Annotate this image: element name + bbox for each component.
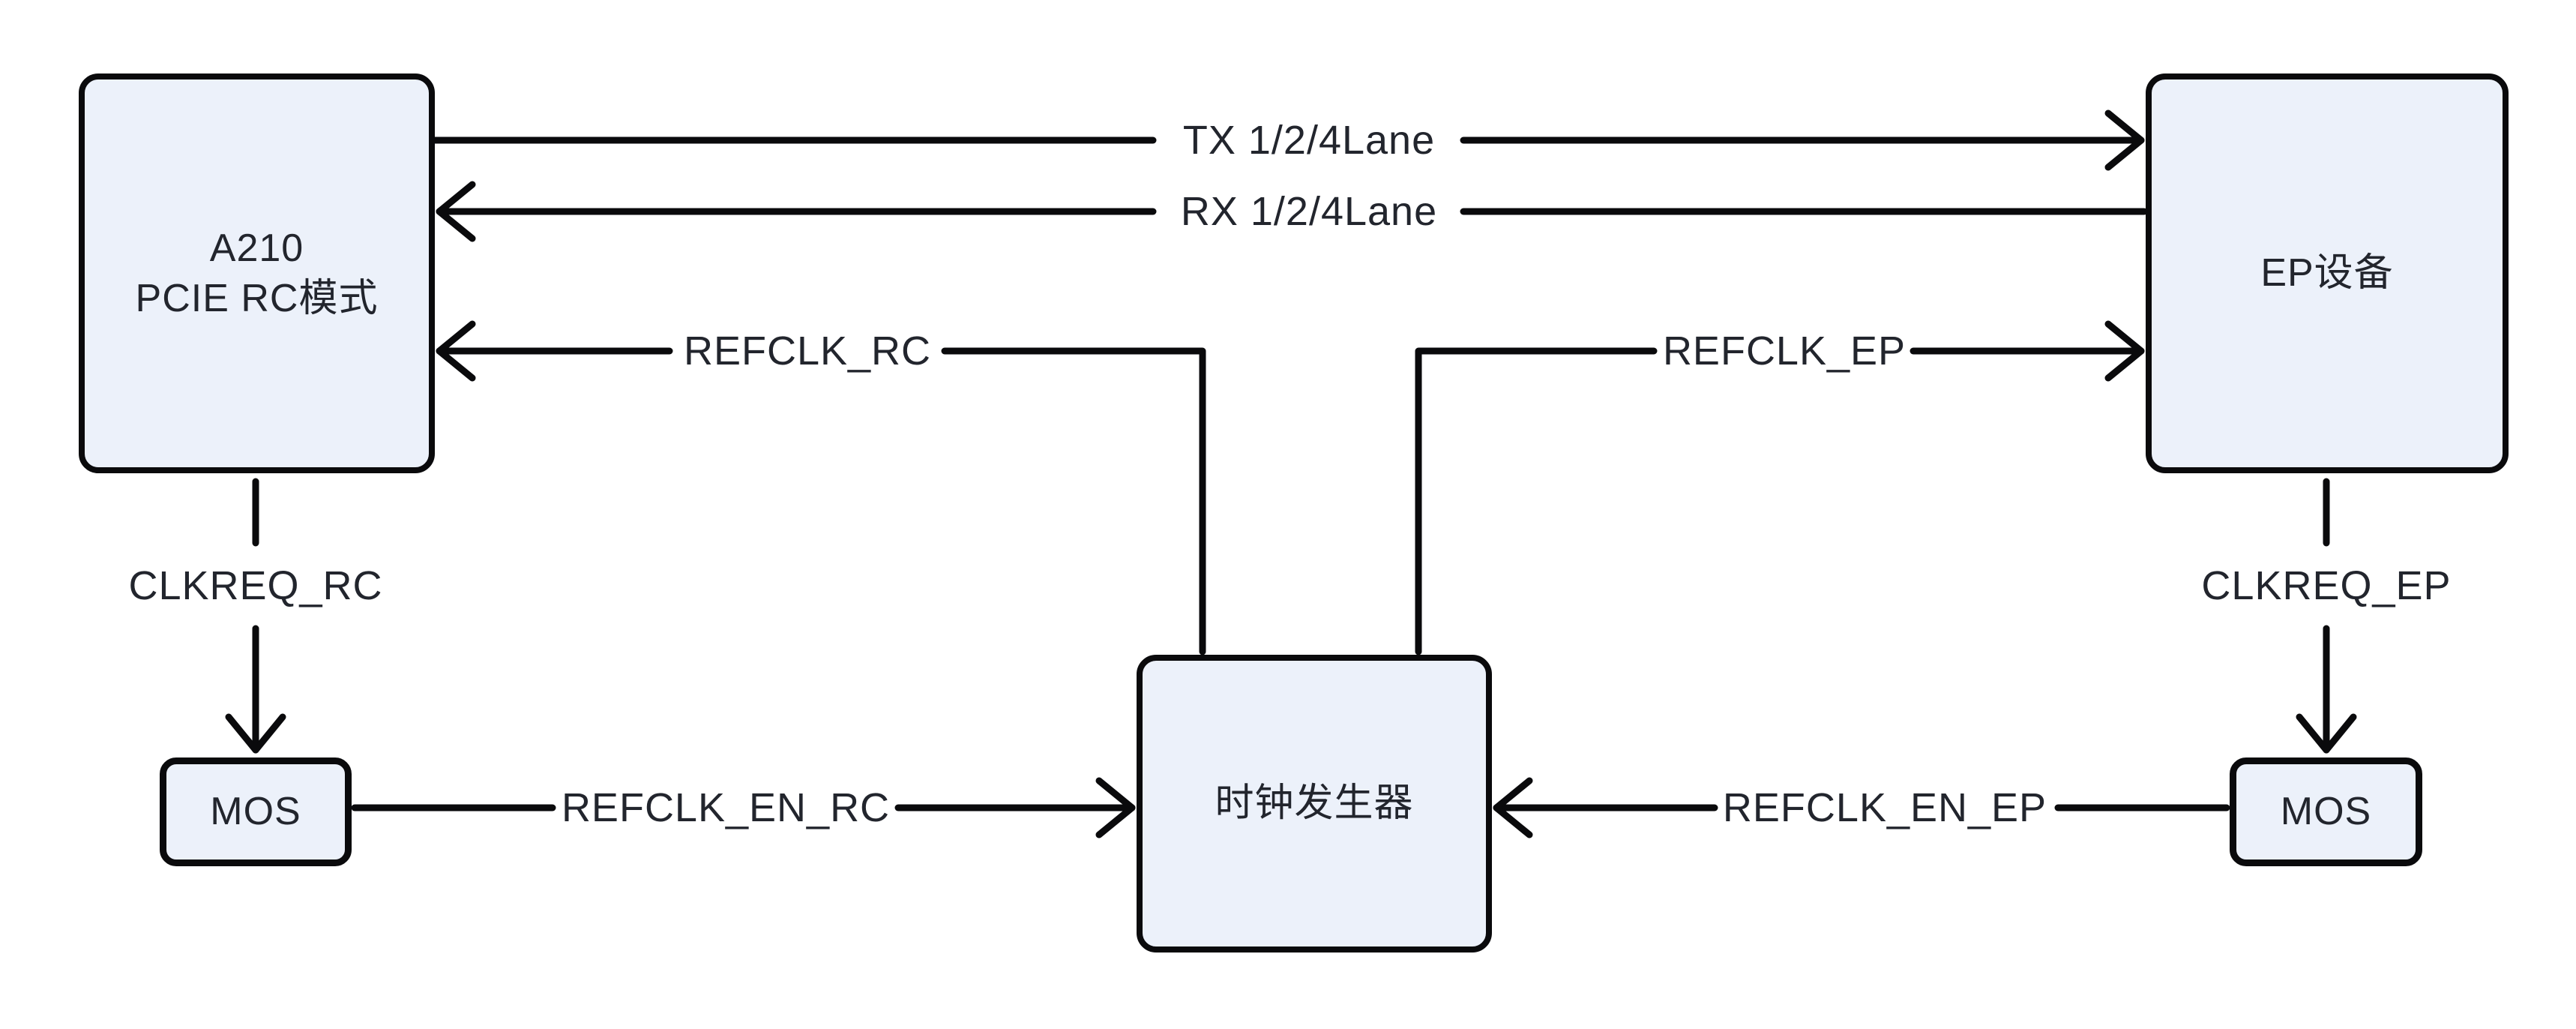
label-tx-lanes: TX 1/2/4Lane <box>1182 118 1436 163</box>
rx-wire <box>436 181 2148 242</box>
refclk-en-ep-arrowhead-left <box>1493 777 1533 838</box>
node-mos-rc-title: MOS <box>210 790 301 834</box>
clkreq-rc-wire <box>225 478 286 754</box>
label-refclk-en-rc: REFCLK_EN_RC <box>561 785 891 830</box>
refclk-en-ep-wire <box>1493 777 2230 838</box>
label-rx-lanes: RX 1/2/4Lane <box>1180 189 1438 234</box>
refclk-rc-wire <box>436 320 1206 656</box>
refclk-en-rc-wire <box>351 777 1136 838</box>
refclk-rc-arrowhead-left <box>436 320 476 382</box>
node-a210-pcie-rc: A210 PCIE RC模式 <box>79 74 435 473</box>
label-refclk-ep: REFCLK_EP <box>1662 328 1907 374</box>
refclk-en-rc-arrowhead-right <box>1095 777 1136 838</box>
node-mos-rc: MOS <box>160 758 352 866</box>
rx-arrowhead-left <box>436 181 476 242</box>
clkreq-rc-arrowhead-down <box>225 713 286 754</box>
node-clock-generator: 时钟发生器 <box>1137 655 1492 952</box>
refclk-ep-wire <box>1415 320 2145 656</box>
node-mos-ep-title: MOS <box>2280 790 2372 834</box>
label-clkreq-ep: CLKREQ_EP <box>2201 563 2452 608</box>
node-clkgen-title: 时钟发生器 <box>1215 782 1414 826</box>
clkreq-ep-wire <box>2296 478 2357 754</box>
node-ep-title: EP设备 <box>2260 251 2394 296</box>
label-refclk-rc: REFCLK_RC <box>683 328 932 374</box>
label-clkreq-rc: CLKREQ_RC <box>128 563 383 608</box>
label-refclk-en-ep: REFCLK_EN_EP <box>1722 785 2047 830</box>
tx-wire <box>431 110 2145 171</box>
tx-arrowhead-right <box>2104 110 2145 171</box>
refclk-ep-arrowhead-right <box>2104 320 2145 382</box>
node-mos-ep: MOS <box>2230 758 2422 866</box>
clkreq-ep-arrowhead-down <box>2296 713 2357 754</box>
node-a210-title-line1: A210 <box>209 226 304 270</box>
node-ep-device: EP设备 <box>2146 74 2509 473</box>
node-a210-title-line2: PCIE RC模式 <box>135 276 379 320</box>
